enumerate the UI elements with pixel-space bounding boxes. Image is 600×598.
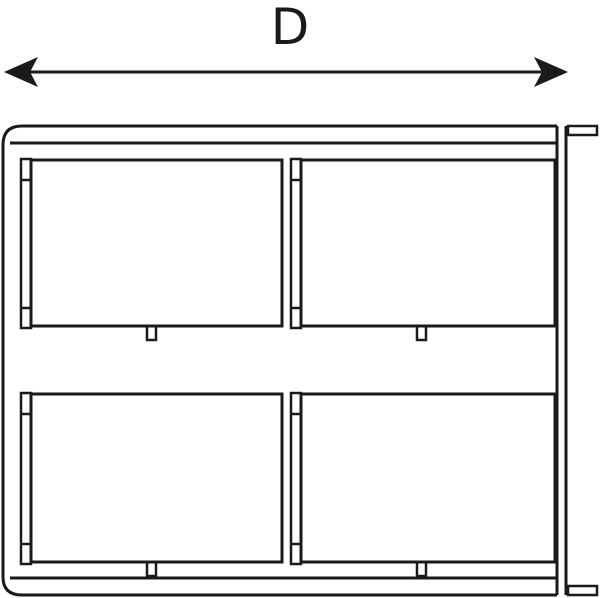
drawer-handle: [19, 157, 33, 330]
cabinet-frame: [1, 124, 599, 597]
drawer-bottom-left: [19, 391, 284, 578]
drawer-stop-tab: [145, 324, 158, 342]
drawer-front: [29, 158, 284, 328]
drawer-handle: [289, 157, 303, 330]
dimension-arrow: [4, 57, 568, 87]
drawer-handle: [19, 391, 33, 566]
drawer-stop-tab: [415, 560, 428, 578]
drawer-stop-tab: [415, 324, 428, 342]
drawer-front: [299, 158, 557, 328]
drawer-top-left: [19, 157, 284, 342]
drawer-front: [299, 392, 557, 564]
drawer-handle: [289, 391, 303, 566]
dimension-label: D: [270, 0, 310, 56]
drawer-stop-tab: [145, 560, 158, 578]
drawer-bottom-right: [289, 391, 557, 578]
bottom-mount-tab: [566, 584, 599, 597]
top-mount-tab: [566, 124, 599, 137]
drawer-top-right: [289, 157, 557, 342]
drawer-front: [29, 392, 284, 564]
